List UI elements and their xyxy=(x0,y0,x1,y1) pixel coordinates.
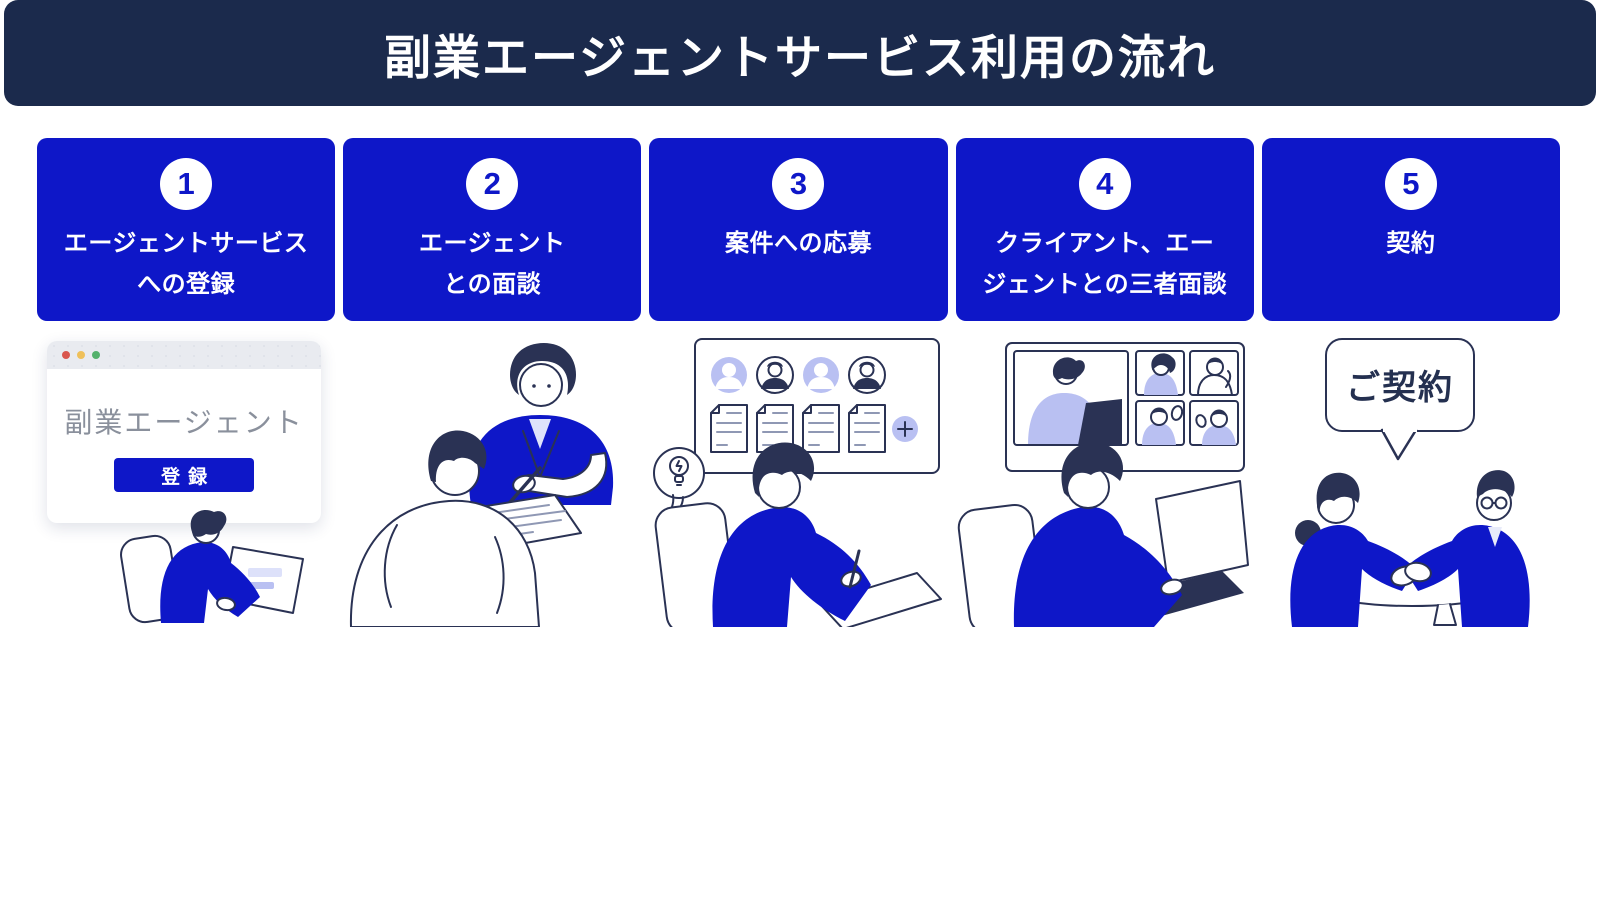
video-tile-small xyxy=(1134,350,1185,396)
video-tile-large xyxy=(1012,350,1129,446)
handshake-icon xyxy=(1390,561,1432,587)
speech-bubble: ご契約 xyxy=(1324,338,1475,461)
illustration-agent-interview xyxy=(343,335,641,627)
step-number-badge-4: 4 xyxy=(1078,158,1131,210)
step-card-5: 5 契約 xyxy=(1261,138,1560,321)
person-registering-illustration xyxy=(120,510,305,624)
contract-bubble-label: ご契約 xyxy=(1346,369,1454,407)
step-number-badge-5: 5 xyxy=(1384,158,1437,210)
video-call-window xyxy=(1004,342,1245,472)
step-label-1: エージェントサービス への登録 xyxy=(63,230,309,298)
seated-person-icon xyxy=(160,510,261,623)
traffic-light-green-icon xyxy=(92,351,100,359)
candidates-board xyxy=(694,338,941,474)
client-man-back-icon xyxy=(350,430,541,627)
avatar-male-icon xyxy=(848,356,887,394)
traffic-light-yellow-icon xyxy=(77,351,85,359)
browser-content: 副業エージェント 登録 xyxy=(47,369,321,492)
steps-row: 1 エージェントサービス への登録 2 エージェント との面談 3 案件への応募… xyxy=(0,138,1600,321)
document-icon xyxy=(848,404,887,453)
agent-woman-icon xyxy=(469,343,614,509)
traffic-light-red-icon xyxy=(62,351,70,359)
man-shaking-hands-icon xyxy=(1403,470,1530,627)
step-number-badge-2: 2 xyxy=(466,158,519,210)
illustration-contract: ご契約 xyxy=(1262,335,1560,627)
step-card-3: 3 案件への応募 xyxy=(649,138,948,321)
avatar-female-icon xyxy=(803,357,840,393)
header-banner: 副業エージェントサービス利用の流れ xyxy=(4,0,1596,106)
step-label-2: エージェント との面談 xyxy=(419,230,566,298)
mock-site-title: 副業エージェント xyxy=(64,407,304,438)
seated-person-icon xyxy=(1013,442,1184,627)
illustration-three-party-meeting xyxy=(956,335,1254,627)
step-card-4: 4 クライアント、エー ジェントとの三者面談 xyxy=(955,138,1254,321)
illustration-apply-projects xyxy=(649,335,947,627)
apply-scene-illustration xyxy=(653,338,943,627)
step-label-3: 案件への応募 xyxy=(724,230,872,257)
page-title: 副業エージェントサービス利用の流れ xyxy=(383,30,1217,84)
video-tile-small xyxy=(1188,400,1239,446)
illustrations-row: 副業エージェント 登録 xyxy=(0,335,1600,627)
step-card-2: 2 エージェント との面談 xyxy=(343,138,642,321)
video-tile-small xyxy=(1134,400,1185,446)
video-meeting-scene-illustration xyxy=(957,342,1249,627)
register-button-mock: 登録 xyxy=(114,458,255,492)
woman-shaking-hands-icon xyxy=(1290,472,1416,627)
idea-bubble xyxy=(653,447,706,517)
avatar-male-icon xyxy=(756,356,795,394)
browser-titlebar xyxy=(47,341,322,369)
avatar-female-icon xyxy=(711,357,748,393)
interview-scene-illustration xyxy=(350,343,614,627)
lightbulb-icon xyxy=(669,456,690,486)
add-plus-icon xyxy=(892,416,919,442)
illustration-registration: 副業エージェント 登録 xyxy=(37,335,335,627)
step-card-1: 1 エージェントサービス への登録 xyxy=(37,138,336,321)
video-tile-small xyxy=(1188,350,1239,396)
step-number-badge-3: 3 xyxy=(772,158,825,210)
browser-window-mockup: 副業エージェント 登録 xyxy=(47,341,322,523)
step-number-badge-1: 1 xyxy=(160,158,213,210)
handshake-scene-illustration: ご契約 xyxy=(1290,338,1530,627)
step-label-4: クライアント、エー ジェントとの三者面談 xyxy=(982,230,1228,298)
document-icon xyxy=(710,404,749,453)
document-icon xyxy=(802,404,841,453)
step-label-5: 契約 xyxy=(1386,230,1436,257)
seated-person-icon xyxy=(712,442,872,627)
